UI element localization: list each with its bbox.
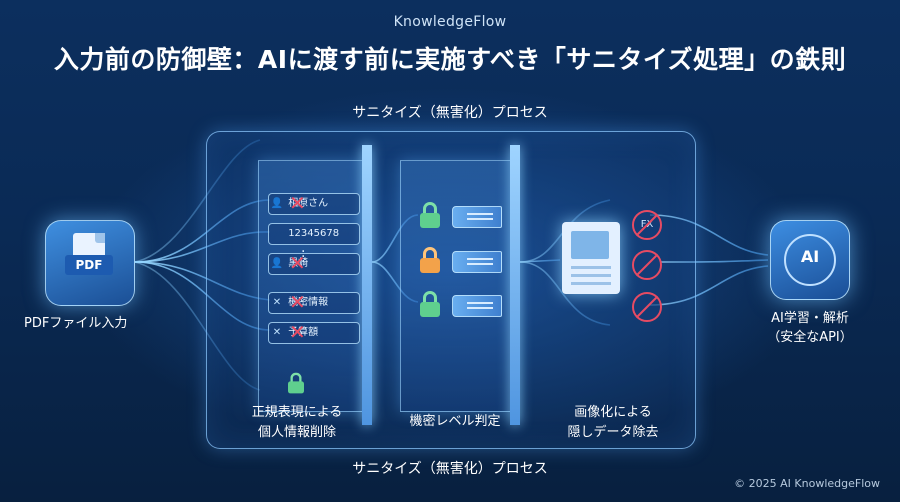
- step1-panel-edge: [362, 145, 372, 425]
- no-image-icon: [632, 250, 662, 280]
- process-label-bottom: サニタイズ（無害化）プロセス: [352, 461, 548, 477]
- source-label: PDFファイル入力: [24, 316, 128, 331]
- lock-icon: [420, 291, 440, 317]
- strike-icon: ✕: [289, 253, 306, 275]
- page-title: 入力前の防御壁：AIに渡す前に実施すべき「サニタイズ処理」の鉄則: [53, 45, 847, 74]
- step2-panel-edge: [510, 145, 520, 425]
- pii-row: ✕ 機密情報 ✕: [268, 292, 360, 314]
- strike-icon: ✕: [289, 292, 306, 314]
- user-icon: 👤: [270, 198, 284, 209]
- more-dots: ···: [301, 244, 306, 270]
- pdf-file-icon: PDF: [45, 220, 135, 306]
- strike-icon: ✕: [289, 322, 306, 344]
- no-camera-icon: [632, 292, 662, 322]
- tag-icon: [452, 251, 502, 273]
- step3-label: 画像化による 隠しデータ除去: [567, 405, 659, 440]
- pii-row: 👤 黒崎 ✕: [268, 253, 360, 275]
- close-icon: ✕: [272, 327, 282, 338]
- brand-name: KnowledgeFlow: [393, 14, 507, 30]
- image-icon: [571, 231, 609, 259]
- step1-label: 正規表現による 個人情報削除: [251, 405, 343, 440]
- no-fx-icon: FX: [632, 210, 662, 240]
- pii-row: 👤 相原さん ✕: [268, 193, 360, 215]
- ai-icon-text: AI: [800, 247, 820, 266]
- lock-icon: [288, 372, 304, 394]
- lock-icon: [420, 202, 440, 228]
- target-label: AI学習・解析 （安全なAPI）: [740, 309, 880, 347]
- pii-row-text: 黒崎: [288, 258, 309, 269]
- strike-icon: ✕: [289, 193, 306, 215]
- tag-icon: [452, 206, 502, 228]
- tag-icon: [452, 295, 502, 317]
- pii-row: ✕ 予算額 ✕: [268, 322, 360, 344]
- lock-icon: [420, 247, 440, 273]
- user-icon: 👤: [270, 258, 284, 269]
- brain-icon: [784, 234, 836, 286]
- copyright: © 2025 AI KnowledgeFlow: [734, 477, 880, 490]
- pii-row-text: 相原さん: [288, 198, 329, 209]
- step2-label: 機密レベル判定: [409, 414, 501, 429]
- ai-brain-icon: AI: [770, 220, 850, 300]
- pii-row-text: 予算額: [288, 327, 319, 338]
- pii-row-text: 12345678: [288, 228, 340, 239]
- pii-row-text: 機密情報: [288, 297, 329, 308]
- pdf-icon-text: PDF: [65, 255, 113, 275]
- step2-panel: [400, 160, 512, 412]
- image-document-icon: [562, 222, 620, 294]
- process-label-top: サニタイズ（無害化）プロセス: [352, 105, 548, 121]
- pii-row: 12345678: [268, 223, 360, 245]
- close-icon: ✕: [272, 297, 282, 308]
- target-label-text: AI学習・解析 （安全なAPI）: [767, 311, 853, 345]
